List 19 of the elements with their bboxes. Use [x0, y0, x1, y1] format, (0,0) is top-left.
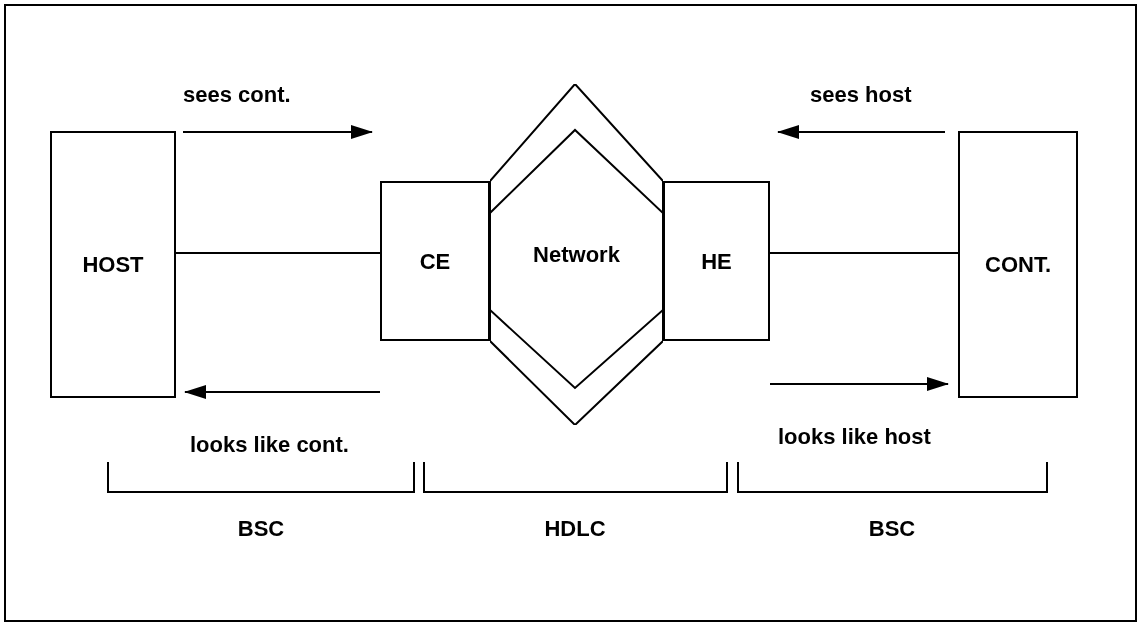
- connector-line: [769, 252, 959, 254]
- arrow-caption: sees host: [810, 81, 912, 109]
- node-label: HOST: [82, 251, 144, 279]
- device-box: [50, 131, 176, 398]
- arrow-caption: looks like host: [778, 423, 931, 451]
- device-box: [958, 131, 1078, 398]
- node-label: Network: [533, 241, 620, 269]
- protocol-label: BSC: [867, 515, 917, 543]
- device-box: [663, 181, 770, 341]
- node-label: CONT.: [985, 251, 1051, 279]
- arrow-caption: looks like cont.: [190, 431, 349, 459]
- arrow-caption: sees cont.: [183, 81, 291, 109]
- protocol-label: BSC: [236, 515, 286, 543]
- network-hexagon: [490, 84, 663, 425]
- protocol-label: HDLC: [543, 515, 607, 543]
- connector-line: [175, 252, 381, 254]
- node-label: CE: [419, 247, 451, 276]
- node-label: HE: [701, 247, 732, 276]
- device-box: [380, 181, 490, 341]
